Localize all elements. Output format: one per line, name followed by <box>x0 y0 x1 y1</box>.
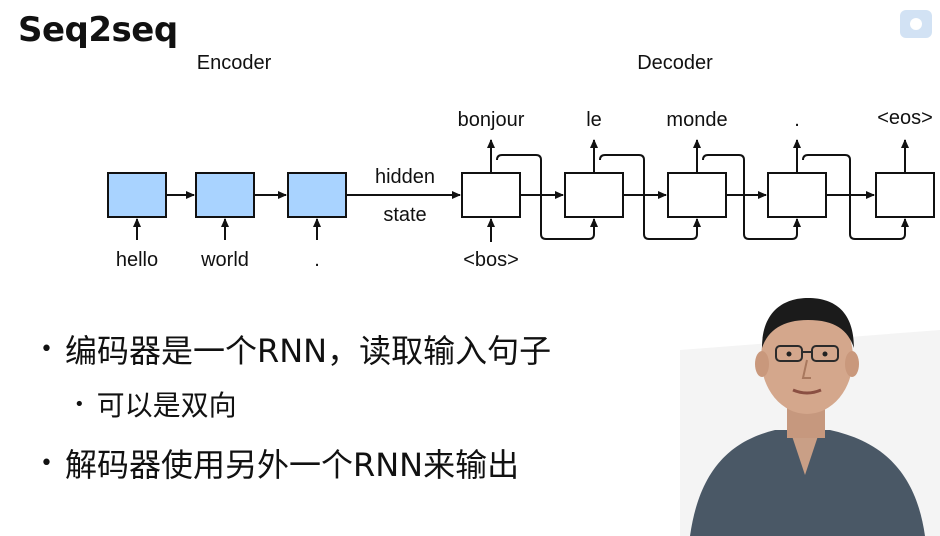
decoder-cell <box>667 172 727 218</box>
encoder-cell <box>107 172 167 218</box>
bullet-dot-icon: • <box>40 336 53 362</box>
decoder-output-monde: monde <box>666 109 727 131</box>
feedback-loop <box>802 154 909 240</box>
encoder-input-hello: hello <box>116 249 158 271</box>
decoder-cell <box>767 172 827 218</box>
encoder-cell <box>287 172 347 218</box>
decoder-input-bos: <bos> <box>463 249 519 271</box>
bullet-dot-icon: • <box>74 393 85 415</box>
bullet-dot-icon: • <box>40 450 53 476</box>
feedback-loop <box>496 154 598 240</box>
decoder-cell <box>875 172 935 218</box>
watermark-icon <box>900 10 932 38</box>
feedback-loop <box>702 154 801 240</box>
decoder-label: Decoder <box>637 52 713 74</box>
decoder-output-eos: <eos> <box>877 107 933 129</box>
slide-title: Seq2seq <box>18 10 178 50</box>
decoder-output-le: le <box>586 109 602 131</box>
decoder-output-bonjour: bonjour <box>458 109 525 131</box>
decoder-cell <box>564 172 624 218</box>
hidden-label: hidden <box>375 166 435 188</box>
encoder-input-period: . <box>314 249 320 271</box>
decoder-output-period: . <box>794 109 800 131</box>
bullet-text: 解码器使用另外一个RNN来输出 <box>64 446 520 484</box>
bullet-text: 可以是双向 <box>96 389 237 422</box>
encoder-cell <box>195 172 255 218</box>
feedback-loop <box>599 154 701 240</box>
encoder-label: Encoder <box>197 52 272 74</box>
seq2seq-diagram: Encoder Decoder hello world . hidden sta… <box>107 52 935 271</box>
bullet-item: • 编码器是一个RNN，读取输入句子 <box>40 326 551 372</box>
state-label: state <box>383 204 426 226</box>
encoder-input-world: world <box>200 249 249 271</box>
bullet-item: • 可以是双向 <box>74 384 237 424</box>
presenter-video <box>680 290 940 536</box>
decoder-cell <box>461 172 521 218</box>
bullet-item: • 解码器使用另外一个RNN来输出 <box>40 440 519 486</box>
bullet-text: 编码器是一个RNN，读取输入句子 <box>64 332 552 370</box>
